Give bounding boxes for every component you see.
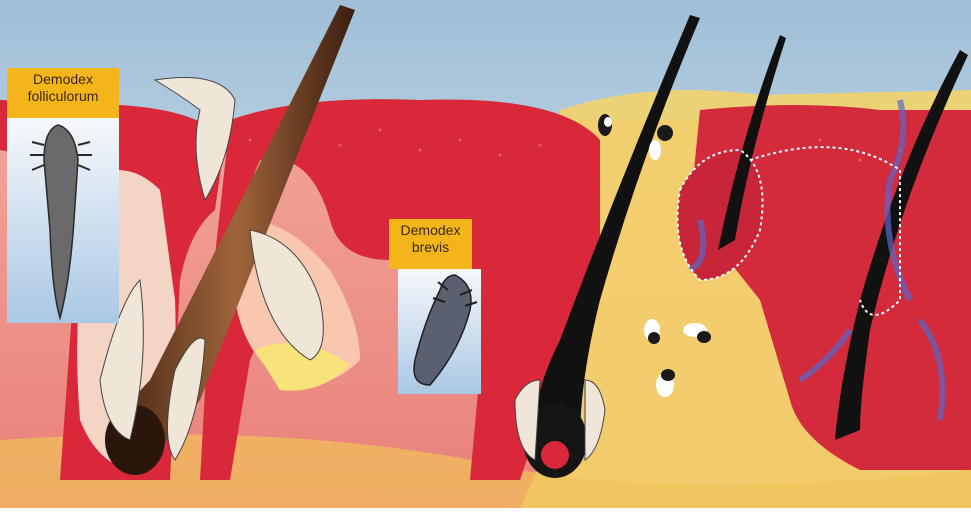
demodex-folliculorum-label: Demodex folliculorum	[7, 68, 119, 118]
brevis-label-line1: Demodex	[393, 222, 468, 239]
demodex-brevis-label: Demodex brevis	[389, 219, 472, 269]
folliculorum-label-line1: Demodex	[11, 71, 115, 88]
hair-papilla-middle	[541, 441, 569, 469]
brevis-label-line2: brevis	[393, 239, 468, 256]
folliculorum-label-line2: folliculorum	[11, 88, 115, 105]
